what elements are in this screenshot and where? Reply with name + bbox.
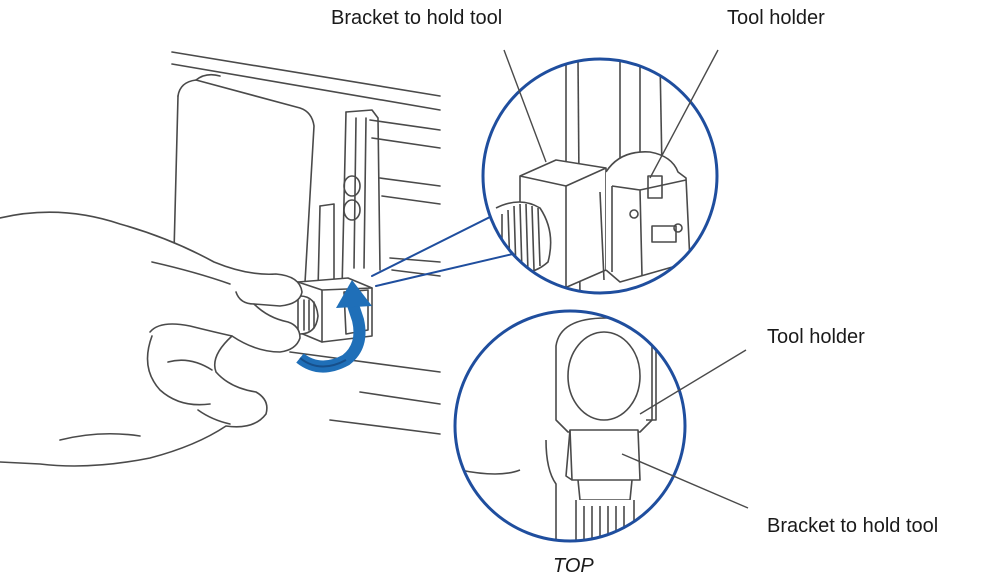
label-bracket-top: Bracket to hold tool [331, 7, 503, 29]
leader-right-bottom [621, 453, 749, 509]
zoom-callout-lines [371, 205, 531, 287]
leader-top-right [649, 49, 719, 179]
leader-right-top [639, 349, 747, 415]
zoom-circle-top [453, 309, 687, 543]
zoom-circle-side [481, 57, 719, 295]
label-tool-holder-right: Tool holder [767, 326, 865, 348]
leader-top-left [503, 49, 547, 163]
caption-top: TOP [553, 555, 594, 577]
label-bracket-right: Bracket to hold tool [767, 515, 939, 537]
plotter-body [171, 51, 441, 435]
hand [0, 211, 303, 467]
label-tool-holder-top: Tool holder [727, 7, 825, 29]
rotate-arrow-icon [296, 280, 372, 373]
leader-lines [503, 49, 749, 509]
